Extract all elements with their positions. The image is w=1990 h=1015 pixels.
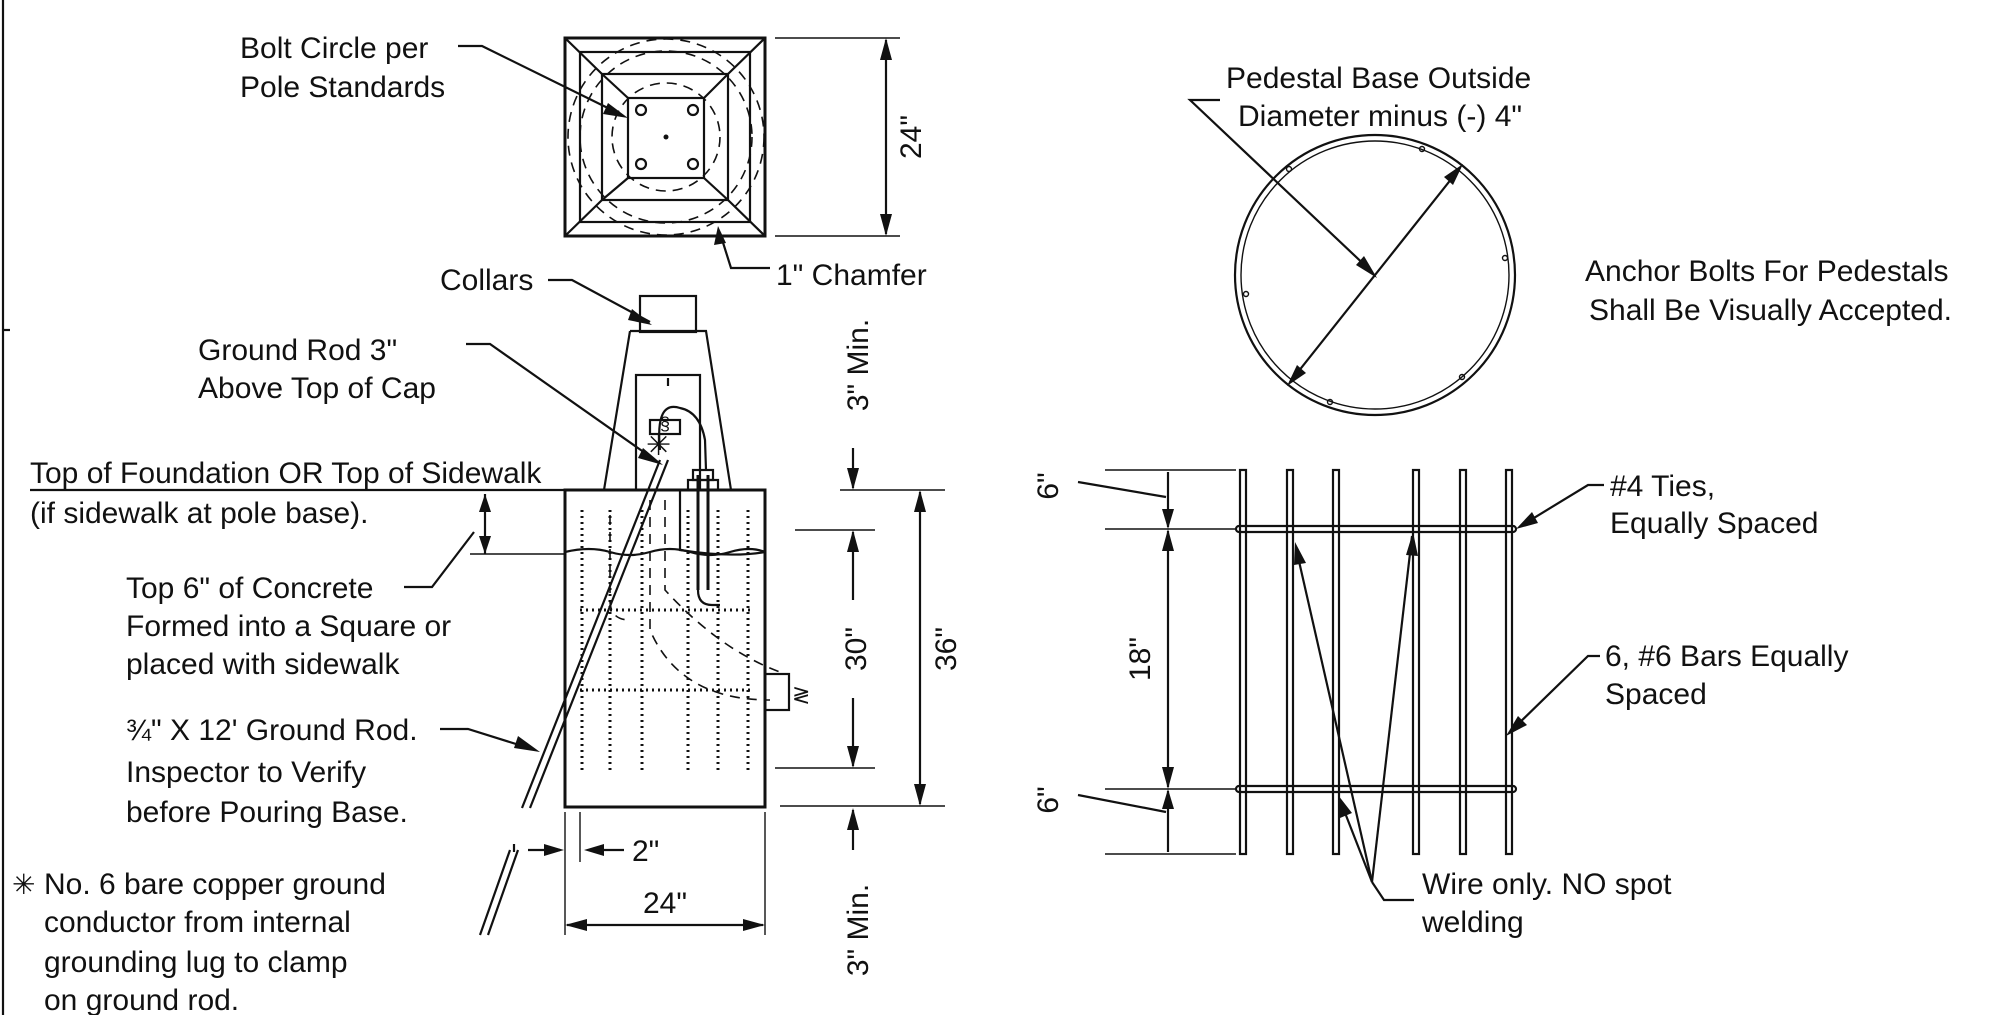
ground-rod-label-line2: Inspector to Verify <box>126 756 366 789</box>
ground-rod-leader <box>440 727 533 751</box>
ground-rod-label-line1: ¾" X 12' Ground Rod. <box>126 714 418 747</box>
ties-label-line1: #4 Ties, <box>1610 470 1715 503</box>
chamfer-label: 1" Chamfer <box>776 259 927 292</box>
cage-dim-18: 18" <box>1124 637 1157 681</box>
dim-width: 24" <box>643 887 687 920</box>
top-view-width-dim: 24" <box>895 115 928 159</box>
ground-rod-top-label-line2: Above Top of Cap <box>198 372 436 405</box>
wire-leader <box>1371 881 1414 902</box>
top-of-foundation-label-line2: (if sidewalk at pole base). <box>30 497 369 530</box>
top-view <box>563 36 767 238</box>
copper-note-line3: grounding lug to clamp <box>44 946 348 979</box>
collars-label: Collars <box>440 264 533 297</box>
copper-note-line4: on ground rod. <box>44 984 239 1015</box>
dim-3min-top: 3" Min. <box>842 319 875 411</box>
dim-30: 30" <box>840 627 873 671</box>
bolt-circle-label-line2: Pole Standards <box>240 71 445 104</box>
diameter-leader <box>1187 98 1373 273</box>
wire-label-line2: welding <box>1421 906 1524 939</box>
dim-36: 36" <box>930 627 963 671</box>
diameter-label-line2: Diameter minus (-) 4" <box>1238 100 1522 133</box>
copper-note-line1: No. 6 bare copper ground <box>44 868 386 901</box>
copper-note-symbol: ✳ <box>12 869 35 900</box>
chamfer-leader <box>718 232 770 270</box>
top-concrete-leader <box>404 531 475 589</box>
wire-label-line1: Wire only. NO spot <box>1422 868 1672 901</box>
top-concrete-label-line1: Top 6" of Concrete <box>126 572 373 605</box>
ground-rod-label-line3: before Pouring Base. <box>126 796 408 829</box>
ground-rod-top-label-line1: Ground Rod 3" <box>198 334 397 367</box>
svg-text:§: § <box>660 414 670 434</box>
anchor-note-line1: Anchor Bolts For Pedestals <box>1585 255 1949 288</box>
dim-3min-bottom: 3" Min. <box>842 884 875 976</box>
cage-dim-6-top: 6" <box>1032 472 1065 499</box>
anchor-bolt-icon <box>686 157 700 171</box>
ties-leader <box>1523 483 1604 525</box>
bars-label-line2: Spaced <box>1605 678 1707 711</box>
top-concrete-label-line2: Formed into a Square or <box>126 610 451 643</box>
top-concrete-label-line3: placed with sidewalk <box>126 648 400 681</box>
top-of-foundation-label-line1: Top of Foundation OR Top of Sidewalk <box>30 457 542 490</box>
bolt-circle-leader <box>458 44 619 114</box>
anchor-bolt-icon <box>686 103 700 117</box>
conduit-break-icon: ≷ <box>792 682 810 707</box>
dim-2: 2" <box>632 835 659 868</box>
bars-leader <box>1511 654 1600 731</box>
cage-dim-6-bottom: 6" <box>1032 786 1065 813</box>
anchor-bolt-icon <box>634 157 648 171</box>
cage-view <box>1234 468 1518 856</box>
ties-label-line2: Equally Spaced <box>1610 507 1818 540</box>
ground-rod-top-leader <box>466 342 656 461</box>
anchor-note-line2: Shall Be Visually Accepted. <box>1589 294 1952 327</box>
bolt-circle-label-line1: Bolt Circle per <box>240 32 428 65</box>
diameter-label-line1: Pedestal Base Outside <box>1226 62 1531 95</box>
anchor-bolt-icon <box>634 103 648 117</box>
collars-leader <box>548 278 651 323</box>
copper-note-line2: conductor from internal <box>44 906 351 939</box>
bars-label-line1: 6, #6 Bars Equally <box>1605 640 1848 673</box>
